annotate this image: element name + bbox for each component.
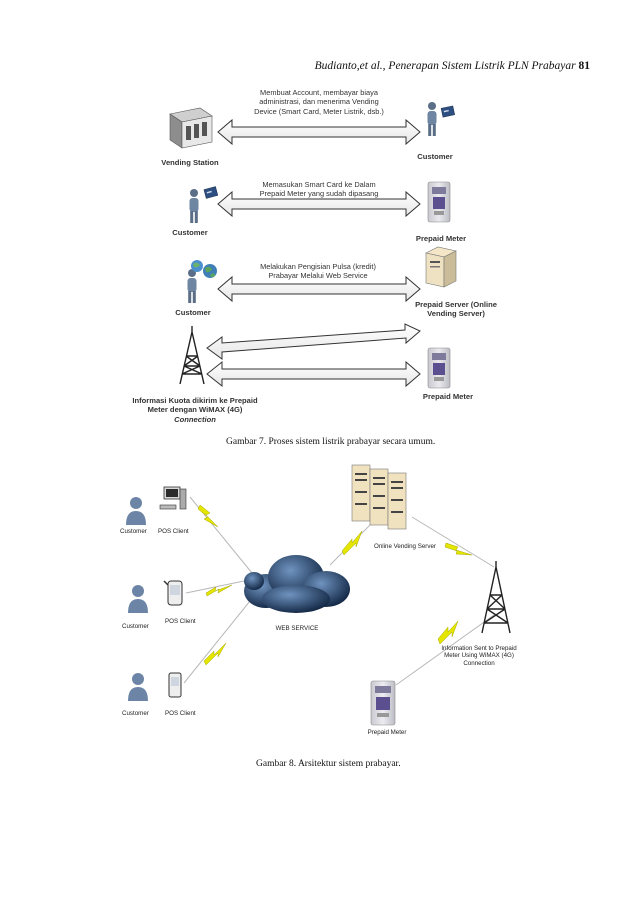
desktop-pc-icon xyxy=(159,486,187,510)
label-vending-station: Vending Station xyxy=(161,158,219,167)
globe-icon xyxy=(191,260,203,272)
label-customer: Customer xyxy=(122,710,149,717)
label-customer: Customer xyxy=(122,623,149,630)
figure-7: Membuat Account, membayar biaya administ… xyxy=(0,80,638,450)
note-row-3: Melakukan Pengisian Pulsa (kredit) Praba… xyxy=(260,262,376,281)
customer-icon xyxy=(187,269,197,303)
label-customer: Customer xyxy=(175,308,211,317)
server-rack-icon xyxy=(351,464,407,530)
label-pos-client: POS Client xyxy=(165,710,196,717)
customer-icon xyxy=(126,497,146,525)
caption-figure-7: Gambar 7. Proses sistem listrik prabayar… xyxy=(226,437,436,447)
kuota-line-1: Informasi Kuota dikirim ke Prepaid xyxy=(132,396,258,405)
lightning-icon xyxy=(197,504,219,528)
label-tower-info: Information Sent to Prepaid Meter Using … xyxy=(441,645,517,667)
figure-8: Customer POS Client Customer POS Client … xyxy=(0,455,638,755)
figure-7-graphics xyxy=(169,102,457,389)
arrow-row-4a xyxy=(206,323,421,360)
label-prepaid-server: Prepaid Server (Online Vending Server) xyxy=(415,300,497,319)
smart-card-icon xyxy=(440,105,455,118)
arrow-row-2 xyxy=(217,190,421,218)
label-web-service: WEB SERVICE xyxy=(275,625,319,632)
lightning-icon xyxy=(444,542,473,556)
tower-icon xyxy=(179,326,205,385)
label-prepaid-meter: Prepaid Meter xyxy=(367,729,407,736)
lightning-icon xyxy=(205,584,233,597)
globe-icon xyxy=(203,264,217,278)
label-prepaid-meter: Prepaid Meter xyxy=(422,392,474,401)
kuota-line-3: Connection xyxy=(174,414,216,424)
label-prepaid-meter: Prepaid Meter xyxy=(415,234,467,243)
customer-icon xyxy=(128,585,148,613)
label-pos-client: POS Client xyxy=(158,528,189,535)
header-authors: Budianto,et al., Penerapan Sistem Listri… xyxy=(314,60,576,72)
label-pos-client: POS Client xyxy=(165,618,196,625)
cloud-icon xyxy=(244,555,350,613)
server-icon xyxy=(425,246,457,288)
arrow-row-4b xyxy=(206,360,421,388)
label-customer: Customer xyxy=(120,528,147,535)
mobile-phone-icon xyxy=(163,580,183,606)
page-number: 81 xyxy=(578,60,591,72)
tower-icon xyxy=(481,561,511,634)
arrow-row-3 xyxy=(217,275,421,303)
label-customer: Customer xyxy=(417,152,453,161)
lightning-icon xyxy=(203,642,227,666)
customer-icon xyxy=(128,673,148,701)
lightning-icon xyxy=(437,620,459,645)
vending-station-icon xyxy=(169,107,213,149)
lightning-bolts xyxy=(197,504,473,666)
note-row-1: Membuat Account, membayar biaya administ… xyxy=(254,88,384,116)
prepaid-meter-icon xyxy=(427,181,451,223)
figure-8-graphics xyxy=(126,464,511,726)
caption-figure-8: Gambar 8. Arsitektur sistem prabayar. xyxy=(256,759,401,769)
label-kuota-info: Informasi Kuota dikirim ke Prepaid Meter… xyxy=(130,396,260,424)
note-row-2: Memasukan Smart Card ke Dalam Prepaid Me… xyxy=(259,180,379,199)
kuota-line-2: Meter dengan WiMAX (4G) xyxy=(147,405,243,415)
customer-icon xyxy=(189,189,199,223)
smart-card-icon xyxy=(203,186,219,199)
arrow-row-1 xyxy=(217,118,421,146)
prepaid-meter-icon xyxy=(427,347,451,389)
label-online-vending-server: Online Vending Server xyxy=(374,543,436,550)
label-customer: Customer xyxy=(172,228,208,237)
lightning-icon xyxy=(341,530,363,556)
prepaid-meter-icon xyxy=(370,680,396,726)
running-header: Budianto,et al., Penerapan Sistem Listri… xyxy=(290,60,590,72)
handheld-device-icon xyxy=(168,672,182,698)
customer-icon xyxy=(427,102,437,136)
